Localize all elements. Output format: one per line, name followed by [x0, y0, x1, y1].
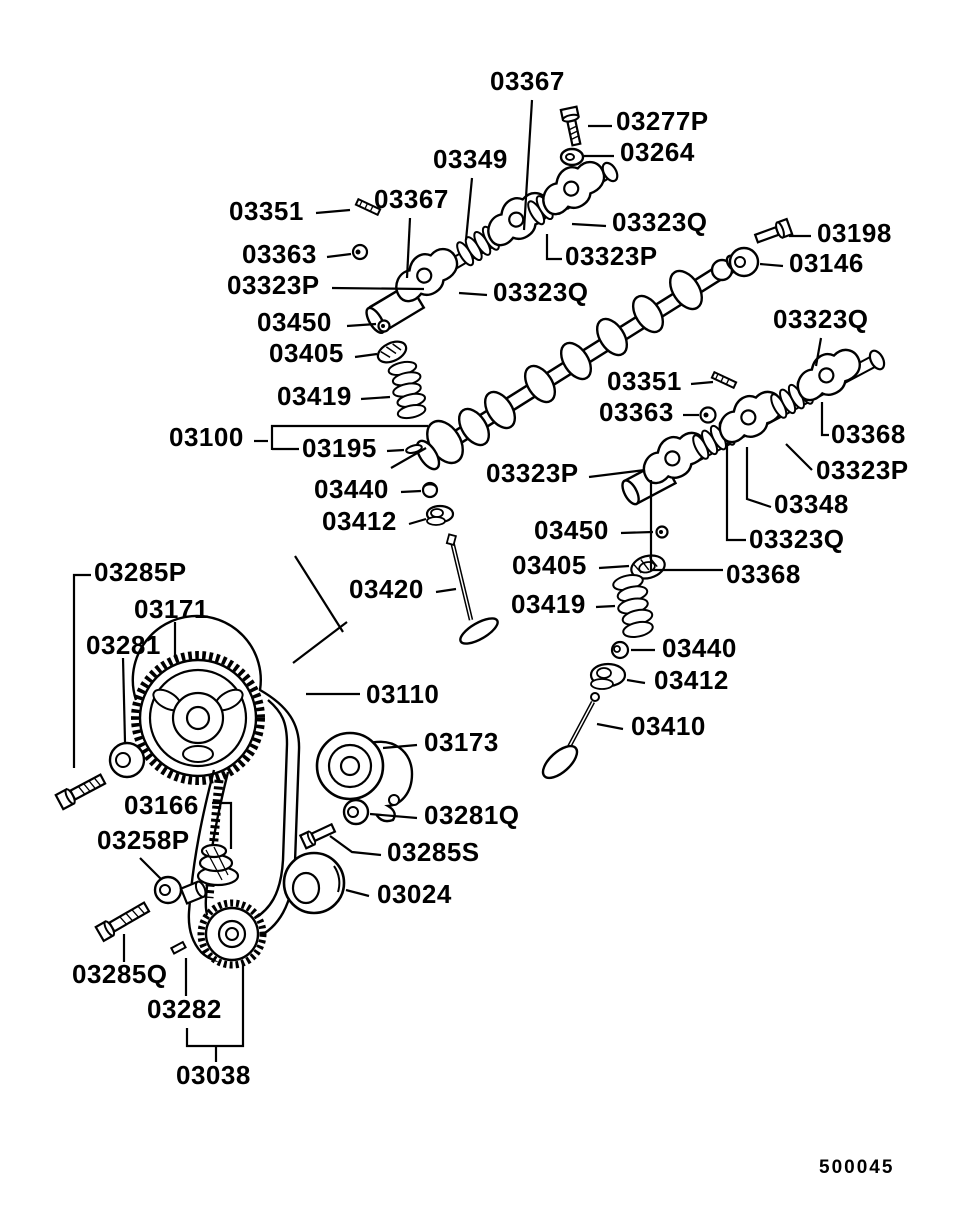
part-label-03277p: 03277P	[616, 106, 709, 136]
part-label-03368-a: 03368	[831, 419, 906, 449]
part-label-03323q-a: 03323Q	[612, 207, 708, 237]
part-label-03285p: 03285P	[94, 557, 187, 587]
plate-03024	[282, 851, 346, 915]
washer-03146	[728, 246, 760, 278]
part-label-03363-b: 03363	[599, 397, 674, 427]
tensioner-pulley-03173	[315, 731, 414, 823]
part-label-03323q-b: 03323Q	[493, 277, 589, 307]
seat-03412-right	[589, 662, 627, 690]
washer-03281q	[342, 798, 370, 826]
nut-03450-left	[377, 319, 391, 333]
part-label-03195: 03195	[302, 433, 377, 463]
part-label-03368-b: 03368	[726, 559, 801, 589]
part-label-03198: 03198	[817, 218, 892, 248]
part-label-03038: 03038	[176, 1060, 251, 1090]
part-label-03420: 03420	[349, 574, 424, 604]
part-label-03450-b: 03450	[534, 515, 609, 545]
bolt-03285s	[298, 822, 337, 850]
cap-03440-right	[610, 640, 630, 660]
retainer-03405-left	[376, 340, 408, 364]
part-label-03323p-c: 03323P	[816, 455, 909, 485]
bolt-03198	[753, 217, 794, 244]
part-label-03419-a: 03419	[277, 381, 352, 411]
part-label-03166: 03166	[124, 790, 199, 820]
part-label-03281q: 03281Q	[424, 800, 520, 830]
cap-03440-left	[421, 481, 439, 499]
washer-03264	[559, 147, 585, 167]
part-label-03410: 03410	[631, 711, 706, 741]
part-label-03351-b: 03351	[607, 366, 682, 396]
stud-03351-right	[710, 370, 738, 390]
part-label-03440-b: 03440	[662, 633, 737, 663]
key-03195	[405, 444, 423, 454]
spacer-03166	[196, 843, 240, 887]
part-label-03367-a: 03367	[490, 66, 565, 96]
nut-03450-right	[655, 525, 669, 539]
part-label-03412-b: 03412	[654, 665, 729, 695]
diagram-code: 500045	[819, 1157, 895, 1178]
leader-lines	[72, 99, 829, 1062]
camshaft-sprocket-03171	[131, 651, 265, 785]
stud-03351-left	[354, 197, 382, 217]
part-label-03024: 03024	[377, 879, 452, 909]
part-label-03405-b: 03405	[512, 550, 587, 580]
part-label-03412-a: 03412	[322, 506, 397, 536]
bolt-03285q	[94, 901, 151, 943]
part-label-03450-a: 03450	[257, 307, 332, 337]
bolt-03285p	[54, 773, 107, 811]
part-label-03323p-b: 03323P	[227, 270, 320, 300]
washer-03281	[108, 741, 146, 779]
part-label-03363-a: 03363	[242, 239, 317, 269]
part-label-03323p-a: 03323P	[565, 241, 658, 271]
seat-03412-left	[425, 504, 455, 526]
part-label-03323q-c: 03323Q	[773, 304, 869, 334]
part-label-03282: 03282	[147, 994, 222, 1024]
part-label-03285q: 03285Q	[72, 959, 168, 989]
nut-03363-left	[351, 243, 369, 261]
part-label-03323q-d: 03323Q	[749, 524, 845, 554]
part-label-03367-b: 03367	[374, 184, 449, 214]
valve-spring-03419-right	[612, 574, 654, 638]
part-label-03351-a: 03351	[229, 196, 304, 226]
part-label-03348: 03348	[774, 489, 849, 519]
part-label-03258p: 03258P	[97, 825, 190, 855]
part-label-03110: 03110	[366, 679, 440, 709]
part-label-03281: 03281	[86, 630, 161, 660]
bolt-03277p	[559, 105, 582, 147]
part-label-03100: 03100	[169, 422, 244, 452]
part-label-03323p-d: 03323P	[486, 458, 579, 488]
part-label-03173: 03173	[424, 727, 499, 757]
part-label-03171: 03171	[134, 594, 209, 624]
valve-03420	[445, 533, 499, 645]
part-label-03440-a: 03440	[314, 474, 389, 504]
part-label-03349: 03349	[433, 144, 508, 174]
part-label-03405-a: 03405	[269, 338, 344, 368]
valve-spring-03419-left	[387, 360, 427, 420]
part-label-03285s: 03285S	[387, 837, 480, 867]
part-label-03419-b: 03419	[511, 589, 586, 619]
valve-03410	[541, 692, 600, 780]
key-03282	[169, 940, 187, 955]
washer-bolt-03258p	[153, 875, 207, 905]
part-label-03146: 03146	[789, 248, 864, 278]
nut-03363-right	[699, 406, 717, 424]
part-label-03264: 03264	[620, 137, 695, 167]
crank-sprocket-03038	[197, 899, 267, 969]
camshaft	[415, 254, 741, 471]
